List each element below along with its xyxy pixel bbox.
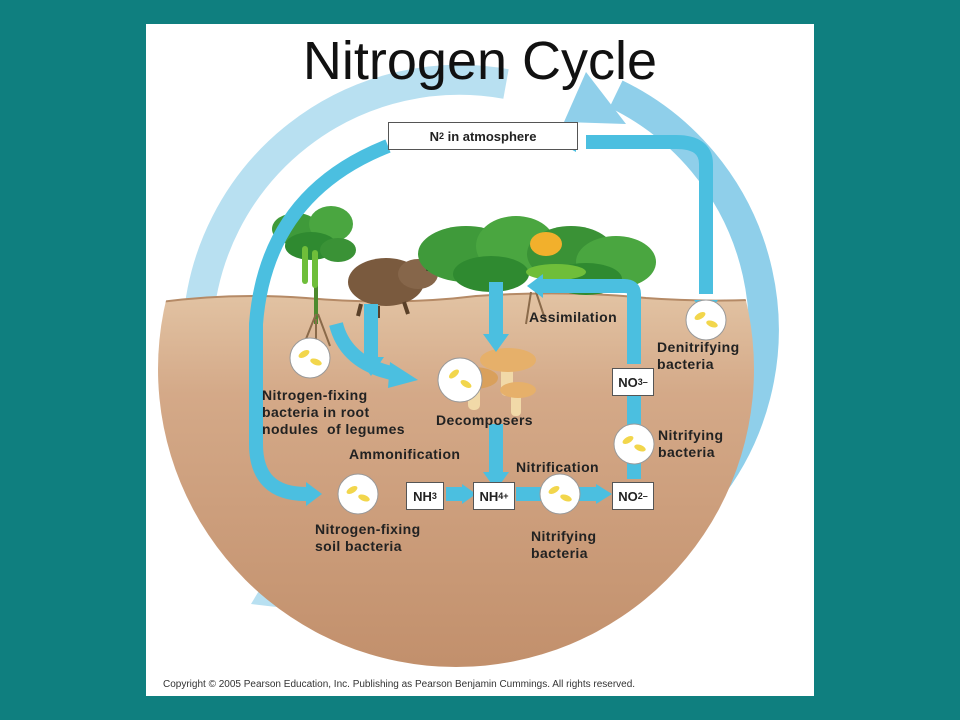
label-nitrifying-bottom-line1: Nitrifying [531, 528, 597, 544]
label-nitrifying-right-line1: Nitrifying [658, 427, 724, 443]
no3-main: NO [618, 374, 638, 390]
label-nitrogen-fixing-root: Nitrogen-fixing bacteria in root nodules… [262, 387, 405, 438]
nh4-sub: 4 [498, 491, 504, 501]
no2-main: NO [618, 488, 638, 504]
page-title: Nitrogen Cycle [302, 31, 658, 91]
no2-sub: 2 [637, 491, 643, 501]
label-nitrifying-bacteria-right: Nitrifying bacteria [658, 427, 723, 461]
label-nitrifying-bacteria-bottom: Nitrifying bacteria [531, 528, 596, 562]
label-decomposers: Decomposers [436, 412, 533, 428]
nh4-main: NH [479, 488, 499, 504]
process-arrows [249, 135, 713, 501]
bacteria-icons [289, 299, 727, 515]
no3-sub: 3 [637, 377, 643, 387]
bacteria-decomposer-icon [437, 357, 483, 403]
label-nitrifying-right-line2: bacteria [658, 444, 715, 460]
label-assimilation: Assimilation [529, 309, 618, 325]
bacteria-root-icon [289, 337, 331, 379]
label-nf-root-line1: Nitrogen-fixing [262, 387, 368, 403]
bacteria-nitrifying-bottom-icon [539, 473, 581, 515]
label-nitrification: Nitrification [516, 459, 599, 475]
n2-rest: in atmosphere [443, 128, 537, 144]
nh3-sub: 3 [431, 491, 437, 501]
label-nitrifying-bottom-line2: bacteria [531, 545, 588, 561]
nh3-main: NH [413, 488, 432, 504]
no2-sup: – [642, 491, 648, 501]
copyright-notice: Copyright © 2005 Pearson Education, Inc.… [163, 679, 636, 690]
squash-plant-illustration [418, 216, 656, 325]
n2-sub: 2 [438, 131, 444, 141]
bacteria-nitrifying-right-icon [613, 423, 655, 465]
label-nitrogen-fixing-soil: Nitrogen-fixing soil bacteria [315, 521, 421, 555]
no3-sup: – [642, 377, 648, 387]
label-denitrifying-line2: bacteria [657, 356, 714, 372]
nh4-sup: + [503, 491, 509, 501]
label-ammonification: Ammonification [349, 446, 461, 462]
label-nf-root-line3: nodules of legumes [262, 421, 405, 437]
bacteria-soil-icon [337, 473, 379, 515]
label-nf-root-line2: bacteria in root [262, 404, 370, 420]
label-denitrifying-line1: Denitrifying [657, 339, 740, 355]
label-nf-soil-line1: Nitrogen-fixing [315, 521, 421, 537]
label-nf-soil-line2: soil bacteria [315, 538, 402, 554]
bacteria-denitrifying-icon [685, 299, 727, 341]
label-denitrifying-bacteria: Denitrifying bacteria [657, 339, 740, 373]
n2-main: N [429, 128, 439, 144]
